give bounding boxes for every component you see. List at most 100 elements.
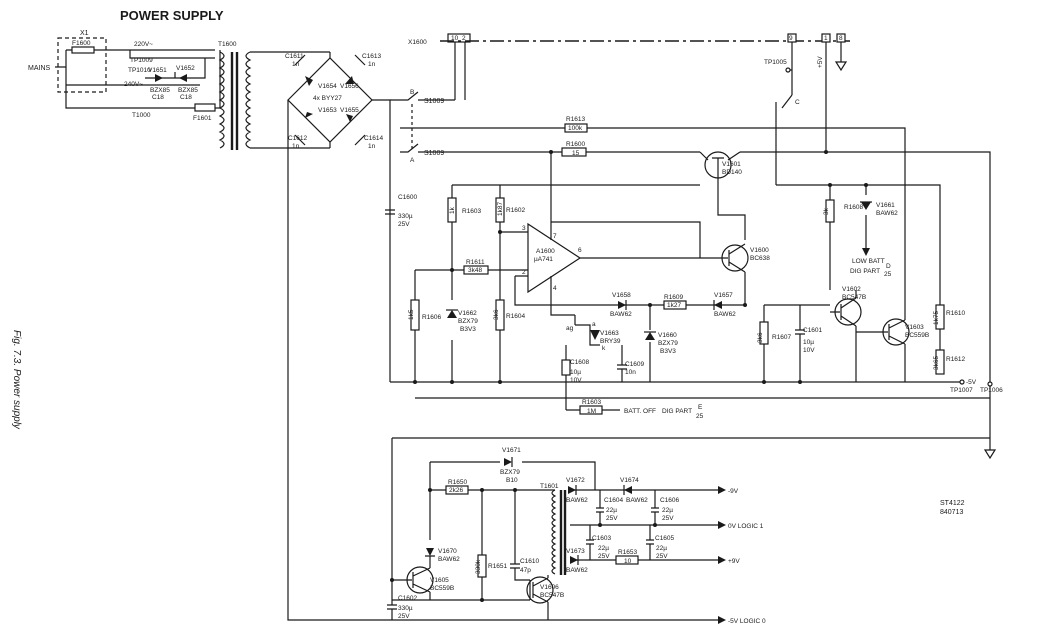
schematic-title: POWER SUPPLY <box>120 8 224 23</box>
c1603-label: C1603 <box>592 535 612 542</box>
x1600-label: X1600 <box>408 39 427 46</box>
batt-off-label: BATT. OFF <box>624 408 656 415</box>
resistor-r1611 <box>463 265 489 275</box>
tp1005-label: TP1005 <box>764 59 787 66</box>
opamp-pin4: 4 <box>553 285 557 292</box>
bzx79b-label: BZX79 <box>658 340 678 347</box>
c1608-label: C1608 <box>570 359 590 366</box>
pin9-label: 9 <box>789 35 793 42</box>
fuse-f1600 <box>71 46 95 54</box>
bd140-label: BD140 <box>722 169 742 176</box>
v1603-label: V1603 <box>905 324 924 331</box>
v1661-label: V1661 <box>876 202 895 209</box>
diode-v1657 <box>714 301 722 309</box>
bzx85b-label: BZX85 <box>178 87 198 94</box>
diode-v1658 <box>618 301 626 309</box>
zener-v1651 <box>155 74 163 82</box>
c1612-value: 1n <box>292 143 300 150</box>
c1604-value: 22µ <box>606 507 617 514</box>
c1602-label: C1602 <box>398 595 418 602</box>
r1603b-label: R1603 <box>582 399 602 406</box>
t1600-label: T1600 <box>218 41 237 48</box>
c1614-label: C1614 <box>364 135 384 142</box>
resistor-r1603b <box>579 405 603 415</box>
dig-e-number: 25 <box>696 413 704 420</box>
b3v3a-label: B3V3 <box>460 326 476 333</box>
v1655-label: V1655 <box>340 107 359 114</box>
diode-v1674 <box>624 486 632 494</box>
r1608-value: 3k <box>823 207 830 215</box>
resistor-r1607 <box>759 321 769 345</box>
dig-d-number: 25 <box>884 271 892 278</box>
r1651-label: R1651 <box>488 563 508 570</box>
ua741-label: µA741 <box>534 256 553 263</box>
resistor-r1603 <box>447 197 457 223</box>
x1600-bus: X1600 10 2 9 1 8 +5V TP1005 C <box>408 33 850 185</box>
r1611-label: R1611 <box>466 259 485 266</box>
v1602-label: V1602 <box>842 286 861 293</box>
resistor-r1653 <box>615 555 639 565</box>
v1673-label: V1673 <box>566 548 585 555</box>
r1609-value: 1k27 <box>667 302 681 309</box>
r1653-value: 10 <box>624 558 632 565</box>
v1670-label: V1670 <box>438 548 457 555</box>
diode-v1661 <box>861 202 871 210</box>
sw-b-label: B <box>410 89 414 96</box>
c1605-voltage: 25V <box>656 553 668 560</box>
baw62g-label: BAW62 <box>566 567 588 574</box>
v1658-label: V1658 <box>612 292 631 299</box>
c1604-voltage: 25V <box>606 515 618 522</box>
s1009a-label: S1009 <box>424 150 444 157</box>
x1-connector-frame <box>57 37 107 93</box>
mains-input-block: X1 F1600 MAINS 220V~ TP1009 TP1010 240V~… <box>28 30 221 122</box>
zener-v1652 <box>179 74 187 82</box>
c1600-voltage: 25V <box>398 221 410 228</box>
r1602-label: R1602 <box>506 207 526 214</box>
bridge-rectifier: V1654 V1656 4x BYY27 V1653 V1655 C1611 1… <box>285 52 391 160</box>
bc638-label: BC638 <box>750 255 770 262</box>
bzx85a-label: BZX85 <box>150 87 170 94</box>
r1607-label: R1607 <box>772 334 792 341</box>
bzx79a-label: BZX79 <box>458 318 478 325</box>
c1614-value: 1n <box>368 143 376 150</box>
resistor-r1651 <box>477 554 487 578</box>
v1605-label: V1605 <box>430 577 449 584</box>
bry39-label: BRY39 <box>600 338 621 345</box>
r1603b-value: 1M <box>587 408 596 415</box>
r1603-label: R1603 <box>462 208 482 215</box>
c1611-label: C1611 <box>285 53 304 60</box>
c18b-label: C18 <box>180 94 192 101</box>
diode-v1673 <box>570 556 578 564</box>
plus5v-top-label: +5V <box>817 56 824 68</box>
v1674-label: V1674 <box>620 477 639 484</box>
b10-label: B10 <box>506 477 518 484</box>
v1651-label: V1651 <box>148 67 167 74</box>
baw62d-label: BAW62 <box>566 497 588 504</box>
c1613-label: C1613 <box>362 53 382 60</box>
v1662-label: V1662 <box>458 310 477 317</box>
r1650-value: 2k26 <box>449 487 463 494</box>
dig-part-e-label: DIG PART <box>662 408 692 415</box>
v1663-pin-ag: ag <box>566 325 574 332</box>
c1610-value: 47p <box>520 567 531 574</box>
r1610-value: 1k75 <box>933 311 940 325</box>
transformer-t1600: T1600 <box>218 41 330 150</box>
opamp-pin3: 3 <box>522 225 526 232</box>
c1608-voltage: 10V <box>570 377 582 384</box>
v1601-label: V1601 <box>722 161 741 168</box>
dig-e-letter: E <box>698 404 703 411</box>
c1613-value: 1n <box>368 61 376 68</box>
v1663-label: V1663 <box>600 330 619 337</box>
r1650-label: R1650 <box>448 479 468 486</box>
plus9v-label: +9V <box>728 558 740 565</box>
bc547b2-label: BC547B <box>540 592 564 599</box>
mains-label: MAINS <box>28 65 51 72</box>
thyristor-v1663 <box>590 330 600 340</box>
r1651-value: 330k <box>475 559 482 574</box>
r1602-value: 1k87 <box>497 202 504 216</box>
c1610-label: C1610 <box>520 558 540 565</box>
baw62e-label: BAW62 <box>626 497 648 504</box>
r1600-value: 15 <box>572 150 580 157</box>
zener-v1671 <box>504 458 512 466</box>
